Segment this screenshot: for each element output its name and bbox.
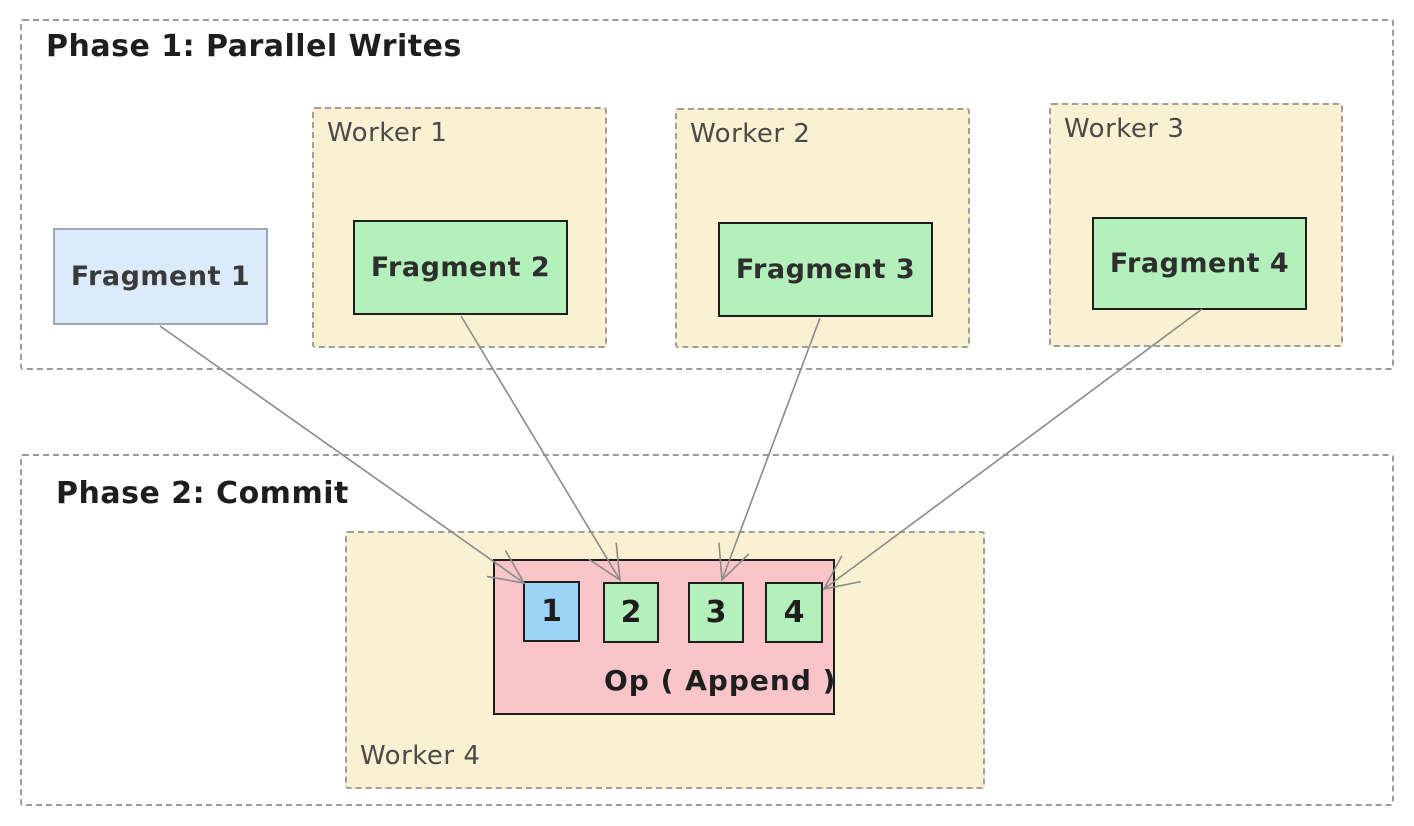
fragment-2-box: Fragment 2 xyxy=(353,220,568,315)
fragment-3-label: Fragment 3 xyxy=(735,254,916,285)
fragment-2-label: Fragment 2 xyxy=(370,252,551,283)
phase2-zone xyxy=(20,454,1394,806)
slot-4-box: 4 xyxy=(765,582,823,643)
worker-1-label: Worker 1 xyxy=(327,118,448,148)
fragment-1-label: Fragment 1 xyxy=(70,261,251,292)
slot-3-box: 3 xyxy=(688,582,744,643)
slot-4-label: 4 xyxy=(783,595,805,630)
fragment-4-box: Fragment 4 xyxy=(1092,217,1307,310)
slot-3-label: 3 xyxy=(705,595,727,630)
fragment-3-box: Fragment 3 xyxy=(718,222,933,317)
worker-3-label: Worker 3 xyxy=(1064,114,1185,144)
phase1-zone xyxy=(20,19,1394,370)
fragment-4-label: Fragment 4 xyxy=(1109,248,1290,279)
slot-1-box: 1 xyxy=(523,581,580,642)
fragment-1-box: Fragment 1 xyxy=(53,228,268,325)
phase1-title: Phase 1: Parallel Writes xyxy=(46,29,462,64)
op-append-label: Op ( Append ) xyxy=(604,664,837,697)
slot-1-label: 1 xyxy=(541,594,562,629)
slot-2-label: 2 xyxy=(620,595,642,630)
phase2-title: Phase 2: Commit xyxy=(56,476,349,511)
slot-2-box: 2 xyxy=(603,582,659,643)
worker-2-label: Worker 2 xyxy=(690,119,811,149)
worker-4-label: Worker 4 xyxy=(360,741,481,771)
